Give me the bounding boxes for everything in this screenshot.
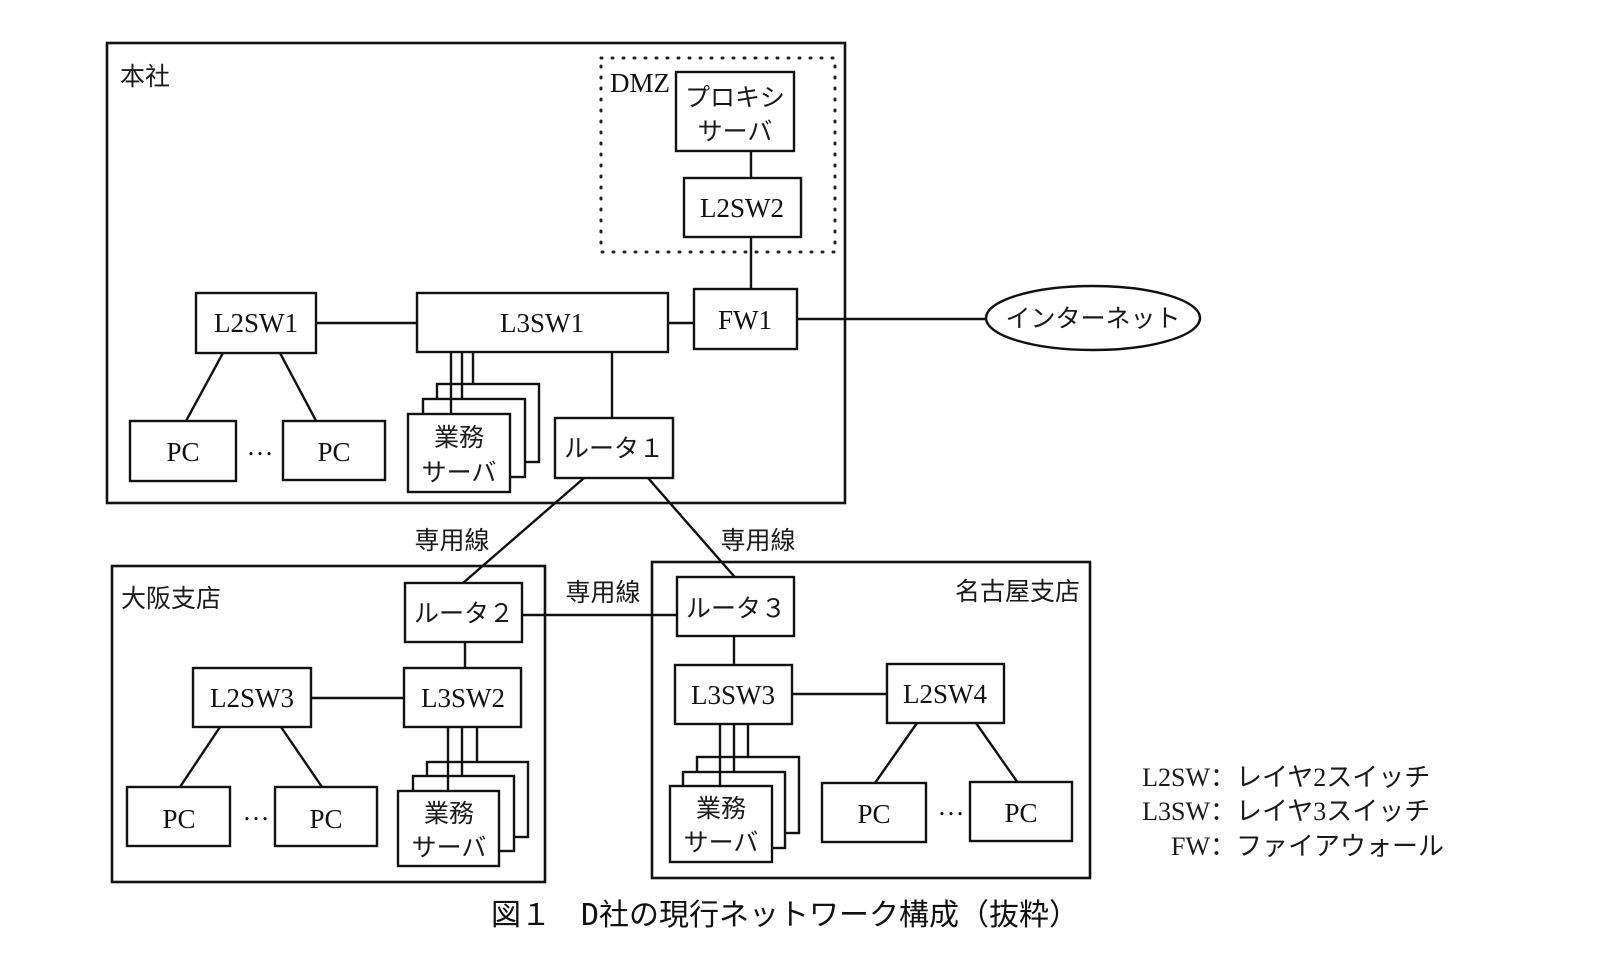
svg-text:L2SW1: L2SW1 [214, 308, 298, 338]
svg-text:インターネット: インターネット [1005, 304, 1180, 333]
business-server-stack[interactable]: 業務 サーバ [668, 755, 801, 864]
pc-ellipsis: … [938, 791, 965, 821]
pc-node[interactable]: PC [273, 785, 379, 848]
svg-text:業務: 業務 [696, 794, 746, 823]
svg-text:L2SW2: L2SW2 [700, 193, 784, 223]
l2sw2-node[interactable]: L2SW2 [682, 176, 803, 239]
legend-desc: ：レイヤ2スイッチ [1210, 763, 1430, 792]
legend-term: L3SW [1142, 797, 1210, 826]
link-l2sw4-pc-a [874, 722, 918, 784]
svg-text:L3SW2: L3SW2 [421, 683, 505, 713]
pc-node[interactable]: PC [968, 780, 1074, 843]
link-l2sw3-pc-b [280, 726, 323, 788]
svg-text:業務: 業務 [424, 799, 474, 828]
svg-text:PC: PC [857, 799, 890, 829]
svg-text:L2SW4: L2SW4 [903, 679, 987, 709]
router2-node[interactable]: ルータ２ [403, 581, 524, 644]
figure-caption: 図１ D社の現行ネットワーク構成（抜粋） [491, 898, 1079, 933]
dmz-label: DMZ [610, 68, 670, 98]
business-server-stack[interactable]: 業務 サーバ [396, 760, 530, 868]
pc-node[interactable]: PC [820, 781, 928, 844]
l3sw3-node[interactable]: L3SW3 [673, 663, 794, 726]
l2sw1-node[interactable]: L2SW1 [194, 291, 318, 355]
legend-desc: ：レイヤ3スイッチ [1210, 797, 1430, 826]
leased-line-hq-osaka [462, 477, 585, 584]
connections [178, 151, 1019, 791]
link-l2sw1-pc-a [178, 352, 225, 433]
dmz-zone [599, 56, 837, 254]
svg-text:ルータ１: ルータ１ [564, 434, 664, 463]
svg-text:L3SW3: L3SW3 [691, 680, 775, 710]
pc-node[interactable]: PC [281, 419, 387, 482]
l3sw2-node[interactable]: L3SW2 [402, 666, 523, 729]
svg-text:PC: PC [309, 804, 342, 834]
fw1-node[interactable]: FW1 [692, 287, 799, 351]
svg-text:PC: PC [317, 437, 350, 467]
leased-line-label-osaka-nagoya: 専用線 [565, 578, 640, 607]
svg-text:L3SW1: L3SW1 [500, 308, 584, 338]
legend-term: L2SW [1142, 763, 1210, 792]
internet-cloud[interactable]: インターネット [984, 284, 1202, 352]
pc-ellipsis: … [247, 431, 274, 461]
svg-text:業務: 業務 [434, 423, 484, 452]
router1-node[interactable]: ルータ１ [553, 416, 675, 480]
headquarters-label: 本社 [120, 62, 170, 91]
l2sw3-node[interactable]: L2SW3 [191, 666, 313, 729]
osaka-branch-frame [110, 564, 547, 884]
pc-node[interactable]: PC [128, 419, 238, 483]
svg-text:プロキシ: プロキシ [685, 83, 785, 112]
svg-text:サーバ: サーバ [684, 828, 759, 857]
pc-ellipsis: … [243, 796, 270, 826]
leased-line-label-hq-nagoya: 専用線 [720, 526, 795, 555]
legend-desc: ：ファイアウォール [1210, 832, 1444, 861]
leased-line-label-hq-osaka: 専用線 [414, 526, 489, 555]
svg-text:L2SW3: L2SW3 [210, 683, 294, 713]
business-server-stack[interactable]: 業務 サーバ [406, 382, 541, 494]
svg-text:ルータ３: ルータ３ [686, 594, 786, 623]
leased-line-hq-nagoya [647, 477, 741, 584]
svg-text:PC: PC [162, 804, 195, 834]
proxy-server[interactable]: プロキシ サーバ [674, 70, 796, 153]
svg-text:PC: PC [1004, 798, 1037, 828]
link-l2sw3-pc-a [179, 726, 221, 788]
svg-text:ルータ２: ルータ２ [414, 599, 514, 628]
l3sw1-node[interactable]: L3SW1 [415, 291, 670, 354]
legend: L2SW ：レイヤ2スイッチ L3SW ：レイヤ3スイッチ FW ：ファイアウォ… [1142, 763, 1444, 861]
legend-term: FW [1171, 832, 1210, 861]
svg-text:サーバ: サーバ [422, 458, 497, 487]
link-l2sw1-pc-b [278, 352, 324, 433]
svg-text:サーバ: サーバ [698, 117, 773, 146]
link-l2sw4-pc-b [975, 722, 1019, 784]
nagoya-branch-frame [650, 560, 1092, 880]
nagoya-branch-label: 名古屋支店 [955, 577, 1080, 606]
svg-text:PC: PC [166, 437, 199, 467]
pc-node[interactable]: PC [125, 785, 232, 848]
router3-node[interactable]: ルータ３ [675, 575, 796, 638]
l2sw4-node[interactable]: L2SW4 [885, 662, 1006, 725]
headquarters-frame [105, 41, 847, 505]
osaka-branch-label: 大阪支店 [121, 584, 221, 613]
svg-text:FW1: FW1 [718, 305, 772, 335]
svg-text:サーバ: サーバ [412, 833, 487, 862]
